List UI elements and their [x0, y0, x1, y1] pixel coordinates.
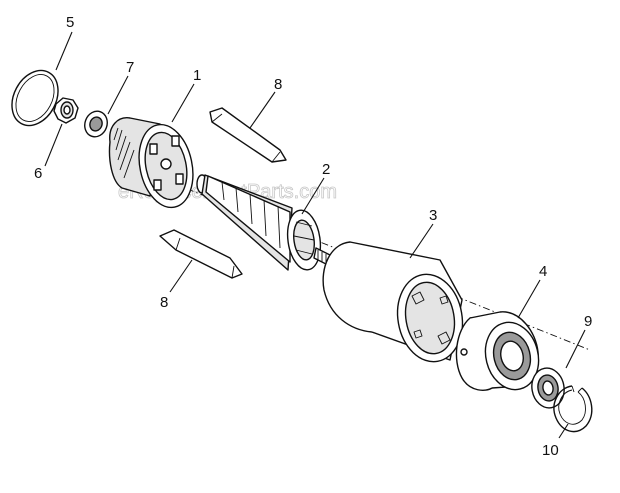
part-5-o-ring: [11, 69, 59, 127]
part-7-washer: [84, 110, 108, 138]
part-2-armature: [196, 174, 333, 271]
leader-3: [409, 223, 434, 259]
leader-10: [558, 423, 569, 439]
callout-7: 7: [126, 59, 134, 76]
callout-10: 10: [542, 442, 559, 459]
part-3-housing: [322, 241, 464, 363]
callout-6: 6: [34, 165, 42, 182]
callout-1: 1: [193, 67, 201, 84]
part-4-collar: [455, 311, 540, 391]
leader-6: [44, 123, 63, 167]
callout-9: 9: [584, 313, 592, 330]
leader-5: [55, 31, 73, 71]
callout-8-top: 8: [274, 76, 282, 93]
part-1-end-cap: [108, 117, 194, 209]
callout-2: 2: [322, 161, 330, 178]
callout-3: 3: [429, 207, 437, 224]
part-8-magnet-top: [209, 107, 287, 163]
part-10-retaining-ring: [553, 385, 593, 433]
leader-9: [565, 329, 586, 369]
leader-7: [107, 75, 129, 115]
leader-1: [171, 83, 195, 123]
callout-4: 4: [539, 263, 547, 280]
part-6-nut: [53, 97, 79, 124]
callout-5: 5: [66, 14, 74, 31]
leader-lines: [44, 31, 586, 439]
part-8-magnet-bottom: [159, 229, 243, 279]
leader-8-top: [249, 91, 276, 129]
leader-8-bottom: [169, 259, 193, 293]
leader-4: [517, 279, 541, 319]
leader-2: [301, 177, 325, 215]
callout-8-bottom: 8: [160, 294, 168, 311]
callout-labels: 5 7 1 8 6 2 3 8 4 9 10: [34, 14, 592, 459]
